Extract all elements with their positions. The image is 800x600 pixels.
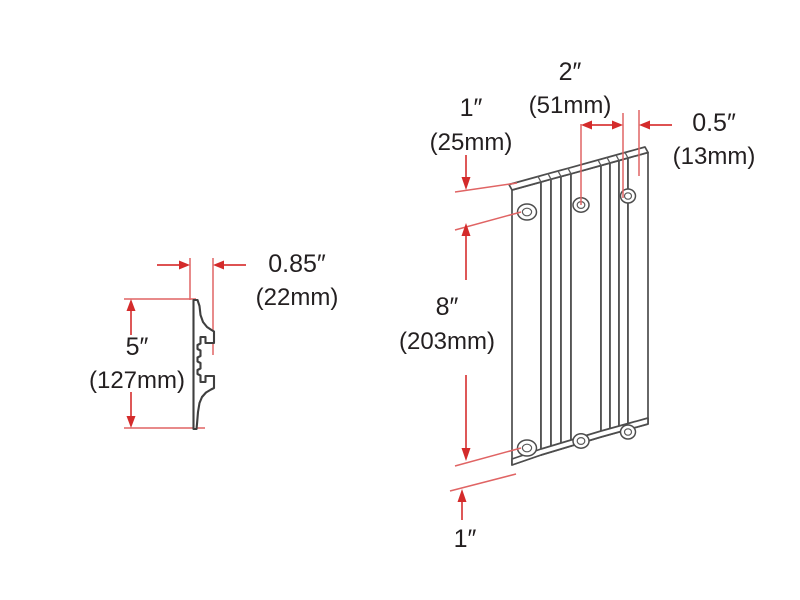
top-offset-dimension-group: [454, 155, 518, 193]
top-fold-line-2: [547, 173, 552, 180]
hole-ring-inner: [521, 443, 533, 453]
mounting-hole-lower-right: [619, 424, 637, 440]
profile-silhouette-path: [192, 298, 216, 431]
bottom-offset-arrow-up-icon: [457, 489, 467, 502]
mounting-hole-lower-left: [516, 439, 538, 457]
top-fold-line-7: [615, 154, 620, 162]
bottom-offset-label-inches: 1″: [454, 525, 477, 553]
top-fold-line-1: [537, 175, 542, 183]
bracket-channel-wall-c: [600, 162, 611, 438]
profile-height-label-metric: (127mm): [89, 367, 185, 394]
bottom-offset-dimension-group: [449, 473, 517, 520]
hole-ring-inner: [576, 437, 586, 446]
top-fold-line-6: [606, 156, 611, 164]
hole-spacing-label-metric: (51mm): [529, 92, 612, 119]
cross-section-view: 0.85″ (22mm) 5″ (127mm): [89, 250, 339, 431]
mounting-hole-lower-middle: [572, 433, 590, 449]
bracket-height-arrow-up-icon: [461, 223, 471, 236]
bracket-height-dimension-group: [454, 211, 522, 467]
top-fold-line-3: [557, 170, 562, 178]
height-arrow-up-icon: [126, 299, 136, 311]
profile-cross-section-shape: [192, 298, 216, 431]
bracket-channel-floor-b: [609, 159, 620, 436]
bracket-height-arrow-down-icon: [461, 448, 471, 461]
edge-offset-arrow-left-icon: [639, 120, 650, 130]
hole-spacing-dimension-group: [580, 113, 624, 205]
height-arrow-down-icon: [126, 416, 136, 428]
bracket-top-surface: [508, 146, 649, 191]
mounting-hole-upper-right: [619, 188, 637, 204]
top-offset-label-inches: 1″: [460, 94, 483, 122]
top-fold-line-8: [624, 151, 629, 159]
hole-ring-inner: [623, 428, 633, 436]
bottom-offset-leader-line: [449, 473, 517, 492]
edge-offset-label-metric: (13mm): [673, 143, 756, 170]
bracket-channel-wall-a: [540, 178, 552, 456]
top-offset-arrow-down-icon: [461, 177, 471, 190]
bracket-height-leader-bottom: [454, 447, 522, 467]
profile-width-label-metric: (22mm): [256, 284, 339, 311]
top-offset-label-metric: (25mm): [430, 129, 513, 156]
top-fold-line-5: [597, 159, 602, 167]
width-arrow-left-icon: [179, 260, 190, 270]
edge-offset-dimension-group: [638, 110, 672, 176]
bracket-channel-floor-a: [550, 175, 562, 453]
hole-spacing-arrow-right-icon: [612, 120, 623, 130]
hole-ring-inner: [521, 207, 533, 217]
height-dimension-group: [124, 298, 205, 429]
profile-width-label-inches: 0.85″: [268, 250, 326, 278]
bracket-height-label-metric: (203mm): [399, 328, 495, 355]
top-fold-line-4: [567, 167, 572, 175]
bracket-channel-wall-b: [560, 172, 572, 450]
isometric-bracket-view: 1″ (25mm) 2″ (51mm) 0.5″ (13mm): [399, 58, 755, 553]
mounting-holes-group: [516, 188, 637, 457]
top-offset-leader-line: [454, 182, 518, 193]
hole-spacing-arrow-left-icon: [581, 120, 592, 130]
width-arrow-right-icon: [213, 260, 224, 270]
bracket-height-label-inches: 8″: [436, 293, 459, 321]
mounting-hole-upper-left: [516, 203, 538, 221]
edge-offset-label-inches: 0.5″: [692, 109, 736, 137]
profile-height-label-inches: 5″: [126, 333, 149, 361]
bracket-front-face: [511, 181, 542, 466]
hole-spacing-label-inches: 2″: [559, 58, 582, 86]
bracket-body: [508, 146, 649, 466]
hole-ring-inner: [623, 192, 633, 200]
